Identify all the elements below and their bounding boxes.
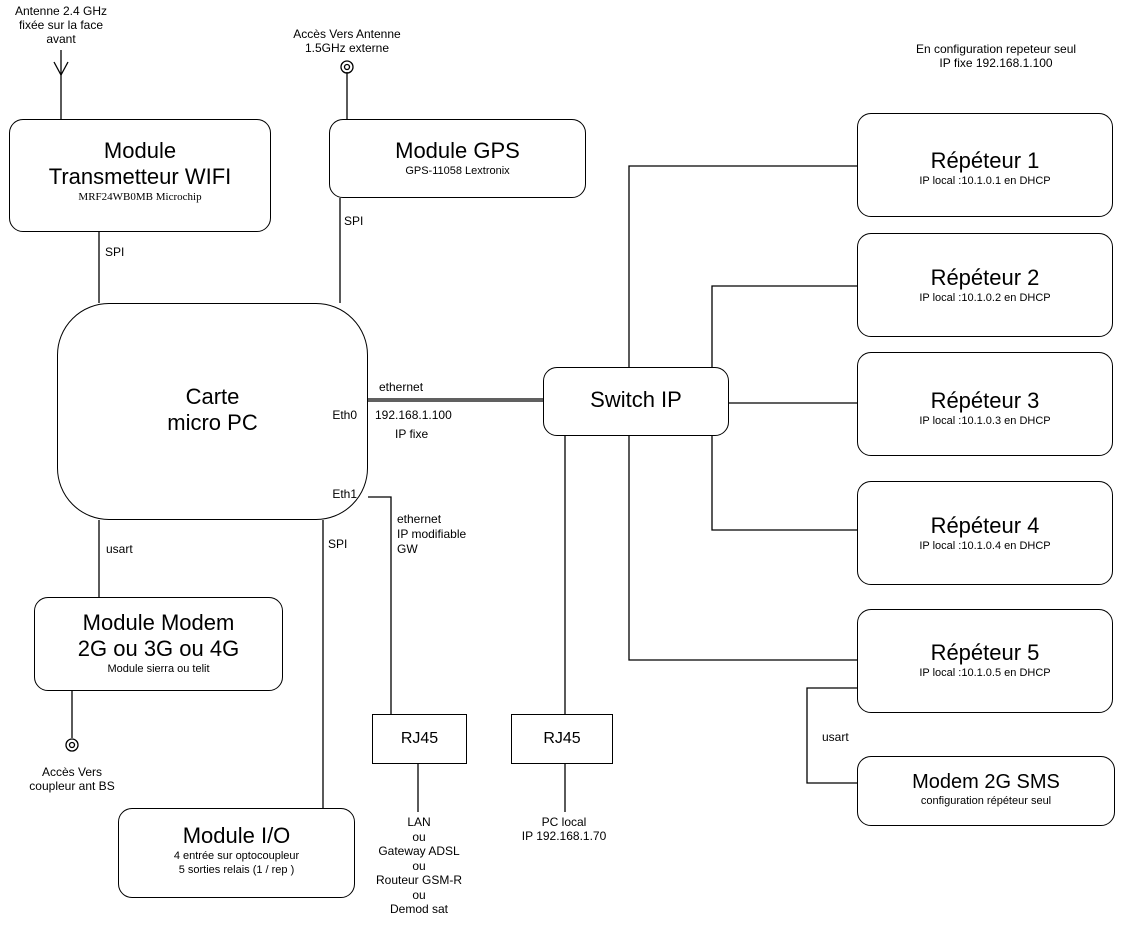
endpoint-line: PC local: [541, 815, 587, 829]
note-line: 1.5GHz externe: [304, 41, 390, 55]
note-line: coupleur ant BS: [29, 779, 115, 793]
gps-antenna-note: Accès Vers Antenne 1.5GHz externe: [293, 27, 400, 55]
repeater-ip: IP local :10.1.0.3 en DHCP: [919, 415, 1051, 427]
wifi-module-title: Module: [103, 138, 177, 163]
eth0-ip-label: 192.168.1.100: [375, 408, 452, 422]
eth1-link-label: ethernet: [397, 512, 442, 526]
spi-link-label: SPI: [344, 214, 364, 228]
endpoint-line: LAN: [407, 815, 431, 829]
endpoint-line: IP 192.168.1.70: [521, 829, 607, 843]
rj45-label: RJ45: [400, 730, 439, 747]
rj45-right: RJ45: [511, 714, 613, 764]
modem-module-title: 2G ou 3G ou 4G: [77, 636, 240, 661]
repeater-5: Répéteur 5 IP local :10.1.0.5 en DHCP: [857, 609, 1113, 713]
repeater-1: Répéteur 1 IP local :10.1.0.1 en DHCP: [857, 113, 1113, 217]
eth0-link-label: ethernet: [379, 380, 424, 394]
io-module-inputs: 4 entrée sur optocoupleur: [173, 850, 300, 862]
eth0-port-label: Eth0: [332, 408, 357, 422]
repeater-title: Répéteur 1: [930, 148, 1040, 173]
modem-module-subtitle: Module sierra ou telit: [107, 663, 210, 675]
micro-pc-title: micro PC: [167, 410, 258, 435]
repeater-title: Répéteur 4: [930, 513, 1040, 538]
usart-link-label: usart: [822, 730, 849, 744]
endpoint-line: Gateway ADSL: [378, 844, 460, 858]
spi-link-label: SPI: [328, 537, 348, 551]
io-module-title: Module I/O: [182, 823, 291, 848]
micro-pc-board: Carte micro PC Eth0 Eth1: [57, 303, 368, 520]
repeater-ip: IP local :10.1.0.2 en DHCP: [919, 292, 1051, 304]
note-line: Antenne 2.4 GHz: [14, 4, 108, 18]
wifi-antenna-note: Antenne 2.4 GHz fixée sur la face avant: [15, 4, 107, 46]
gps-module-subtitle: GPS-11058 Lextronix: [405, 165, 510, 177]
repeater-title: Répéteur 3: [930, 388, 1040, 413]
eth1-port-label: Eth1: [332, 487, 357, 501]
usart-link-label: usart: [106, 542, 133, 556]
rj45-label: RJ45: [543, 730, 581, 747]
endpoint-line: Demod sat: [389, 902, 449, 916]
spi-link-label: SPI: [105, 245, 125, 259]
sms-modem: Modem 2G SMS configuration répéteur seul: [857, 756, 1115, 826]
gps-module-title: Module GPS: [395, 138, 520, 163]
io-module: Module I/O 4 entrée sur optocoupleur 5 s…: [118, 808, 355, 898]
note-line: fixée sur la face: [18, 18, 104, 32]
repeater-2: Répéteur 2 IP local :10.1.0.2 en DHCP: [857, 233, 1113, 337]
wifi-module-subtitle: MRF24WB0MB Microchip: [78, 191, 202, 203]
repeater-ip: IP local :10.1.0.1 en DHCP: [919, 175, 1051, 187]
repeater-title: Répéteur 2: [930, 265, 1040, 290]
endpoint-line: ou: [412, 858, 426, 873]
repeater-4: Répéteur 4 IP local :10.1.0.4 en DHCP: [857, 481, 1113, 585]
micro-pc-title: Carte: [185, 384, 240, 409]
endpoint-line: ou: [412, 887, 426, 902]
eth1-gateway-label: GW: [397, 542, 418, 556]
pc-endpoint: PC local IP 192.168.1.70: [522, 815, 607, 843]
repeater-ip: IP local :10.1.0.4 en DHCP: [919, 540, 1051, 552]
note-line: En configuration repeteur seul: [915, 42, 1077, 56]
note-line: avant: [46, 32, 76, 46]
note-line: Accès Vers: [41, 765, 103, 779]
eth1-mode-label: IP modifiable: [397, 527, 467, 541]
modem-module: Module Modem 2G ou 3G ou 4G Module sierr…: [34, 597, 283, 691]
eth0-mode-label: IP fixe: [395, 427, 429, 441]
repeater-config-note: En configuration repeteur seul IP fixe 1…: [916, 42, 1076, 70]
wifi-module-title: Transmetteur WIFI: [48, 164, 232, 189]
sms-modem-subtitle: configuration répéteur seul: [920, 795, 1052, 807]
repeater-ip: IP local :10.1.0.5 en DHCP: [919, 667, 1051, 679]
endpoint-line: Routeur GSM-R: [375, 873, 463, 887]
modem-module-title: Module Modem: [82, 610, 235, 635]
ip-switch-title: Switch IP: [590, 387, 682, 412]
lan-endpoint-list: LAN ou Gateway ADSL ou Routeur GSM-R ou …: [376, 815, 462, 917]
gps-module: Module GPS GPS-11058 Lextronix: [329, 119, 586, 198]
sms-modem-title: Modem 2G SMS: [912, 771, 1060, 793]
wifi-module: Module Transmetteur WIFI MRF24WB0MB Micr…: [9, 119, 271, 232]
note-line: IP fixe 192.168.1.100: [939, 56, 1053, 70]
repeater-3: Répéteur 3 IP local :10.1.0.3 en DHCP: [857, 352, 1113, 456]
endpoint-line: ou: [412, 829, 426, 844]
ip-switch: Switch IP: [543, 367, 729, 436]
repeater-title: Répéteur 5: [930, 640, 1040, 665]
io-module-outputs: 5 sorties relais (1 / rep ): [178, 864, 295, 876]
note-line: Accès Vers Antenne: [293, 27, 401, 41]
rj45-left: RJ45: [372, 714, 467, 764]
modem-antenna-note: Accès Vers coupleur ant BS: [29, 765, 114, 793]
